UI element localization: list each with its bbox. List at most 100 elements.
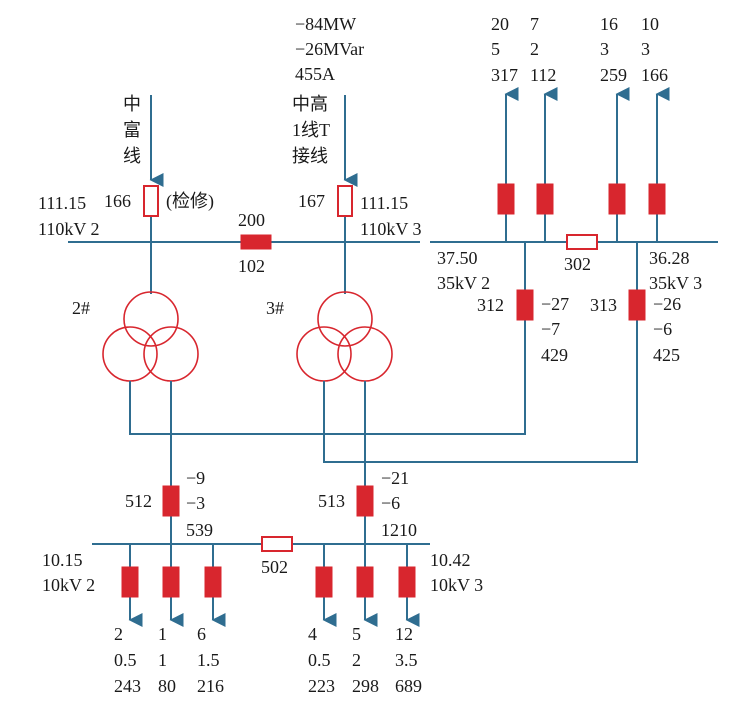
- breaker-312-number: 312: [477, 295, 504, 315]
- breaker-512-current: 539: [186, 520, 213, 540]
- breaker-513[interactable]: [356, 485, 374, 517]
- tie-10kv-number: 502: [261, 557, 288, 577]
- breaker-313[interactable]: [628, 289, 646, 321]
- feeder-10kv-3-active: 6: [197, 624, 206, 644]
- breaker-513-active: −21: [381, 468, 409, 488]
- feeder-35kv-4-reactive: 3: [641, 39, 650, 59]
- feeder-10kv-1-active: 2: [114, 624, 123, 644]
- bus-10kv-3-name: 10kV 3: [430, 575, 483, 595]
- feeder-35kv-1-active: 20: [491, 14, 509, 34]
- feeder-10kv-4-current: 223: [308, 676, 335, 696]
- breaker-110kv-tie[interactable]: [240, 234, 272, 250]
- zhonggao-name-line-1: 中高: [292, 94, 328, 114]
- bus-110kv-3-voltage: 111.15: [360, 193, 408, 213]
- t3-hv-winding: [317, 291, 373, 347]
- feeder-35kv-1[interactable]: [497, 87, 519, 242]
- feeder-10kv-1-current: 243: [114, 676, 141, 696]
- feeder-10kv-4[interactable]: [315, 544, 337, 627]
- bus-10kv-3-voltage: 10.42: [430, 550, 471, 570]
- feeder-35kv-3-breaker[interactable]: [608, 183, 626, 215]
- feeder-10kv-5-active: 5: [352, 624, 361, 644]
- bus-110kv-2-name: 110kV 2: [38, 219, 100, 239]
- transformer-2[interactable]: [102, 242, 199, 382]
- feeder-35kv-2-current: 112: [530, 65, 556, 85]
- feeder-10kv-1-breaker[interactable]: [121, 566, 139, 598]
- t2-hv-winding: [123, 291, 179, 347]
- feeder-35kv-1-current: 317: [491, 65, 518, 85]
- t3-lv-winding: [337, 326, 393, 382]
- feeder-10kv-4-breaker[interactable]: [315, 566, 333, 598]
- zhonggao-active-power: −84MW: [295, 14, 356, 34]
- tie-110kv-number-bottom: 102: [238, 256, 265, 276]
- breaker-512-number: 512: [125, 491, 152, 511]
- feeder-35kv-2-reactive: 2: [530, 39, 539, 59]
- bus-35kv-3-name: 35kV 3: [649, 273, 702, 293]
- transformer-3[interactable]: [296, 242, 393, 382]
- feeder-35kv-1-breaker[interactable]: [497, 183, 515, 215]
- feeder-10kv-6[interactable]: [398, 544, 420, 627]
- breaker-313-current: 425: [653, 345, 680, 365]
- breaker-512-reactive: −3: [186, 493, 205, 513]
- breaker-35kv-tie[interactable]: [566, 234, 598, 250]
- bus-35kv-3-voltage: 36.28: [649, 248, 690, 268]
- feeder-35kv-4[interactable]: [648, 87, 670, 242]
- t2-lv-winding: [143, 326, 199, 382]
- feeder-35kv-3-reactive: 3: [600, 39, 609, 59]
- feeder-10kv-6-breaker[interactable]: [398, 566, 416, 598]
- bus-10kv-2-name: 10kV 2: [42, 575, 95, 595]
- bus-35kv-2-name: 35kV 2: [437, 273, 490, 293]
- feeder-10kv-1[interactable]: [121, 544, 143, 627]
- feeder-10kv-2-active: 1: [158, 624, 167, 644]
- feeder-10kv-2-breaker[interactable]: [162, 566, 180, 598]
- zhonggao-name-line-2: 1线T: [292, 120, 330, 140]
- bus-35kv-2-voltage: 37.50: [437, 248, 478, 268]
- feeder-10kv-3-reactive: 1.5: [197, 650, 220, 670]
- feeder-10kv-5-breaker[interactable]: [356, 566, 374, 598]
- breaker-312[interactable]: [516, 289, 534, 321]
- breaker-166-status: (检修): [166, 191, 214, 212]
- breaker-312-active: −27: [541, 294, 569, 314]
- feeder-10kv-2[interactable]: [162, 544, 184, 627]
- feeder-35kv-2[interactable]: [536, 87, 558, 242]
- zhongfu-name-char-1: 中: [123, 94, 141, 114]
- feeder-10kv-2-reactive: 1: [158, 650, 167, 670]
- feeder-10kv-4-active: 4: [308, 624, 317, 644]
- bus-110kv-3-name: 110kV 3: [360, 219, 422, 239]
- breaker-512-active: −9: [186, 468, 205, 488]
- feeder-35kv-2-breaker[interactable]: [536, 183, 554, 215]
- zhonggao-reactive-power: −26MVar: [295, 39, 364, 59]
- transformer-3-label: 3#: [266, 298, 284, 318]
- breaker-513-current: 1210: [381, 520, 417, 540]
- t2-to-312-connection: [129, 320, 526, 435]
- feeder-10kv-3-current: 216: [197, 676, 224, 696]
- zhonggao-incoming-line: −84MW −26MVar 455A 中高 1线T 接线: [292, 14, 364, 187]
- feeder-35kv-1-reactive: 5: [491, 39, 500, 59]
- t3-to-313-connection: [323, 320, 638, 463]
- feeder-35kv-3[interactable]: [608, 87, 630, 242]
- bus-10kv-2-voltage: 10.15: [42, 550, 83, 570]
- feeder-10kv-5[interactable]: [356, 544, 378, 627]
- feeder-35kv-4-active: 10: [641, 14, 659, 34]
- breaker-10kv-tie[interactable]: [261, 536, 293, 552]
- feeder-35kv-2-active: 7: [530, 14, 539, 34]
- feeder-10kv-3[interactable]: [204, 544, 226, 627]
- feeder-10kv-4-reactive: 0.5: [308, 650, 331, 670]
- feeder-10kv-3-breaker[interactable]: [204, 566, 222, 598]
- breaker-167[interactable]: [337, 185, 353, 217]
- breaker-512[interactable]: [162, 485, 180, 517]
- breaker-313-active: −26: [653, 294, 681, 314]
- feeder-10kv-5-reactive: 2: [352, 650, 361, 670]
- breaker-166[interactable]: [143, 185, 159, 217]
- feeder-10kv-6-reactive: 3.5: [395, 650, 418, 670]
- bus-110kv-2-voltage: 111.15: [38, 193, 86, 213]
- breaker-312-current: 429: [541, 345, 568, 365]
- zhonggao-current: 455A: [295, 64, 335, 84]
- breaker-313-number: 313: [590, 295, 617, 315]
- breaker-167-number: 167: [298, 191, 325, 211]
- zhongfu-name-char-3: 线: [123, 146, 141, 166]
- feeder-35kv-4-breaker[interactable]: [648, 183, 666, 215]
- zhongfu-name-char-2: 富: [123, 120, 141, 140]
- transformer-2-label: 2#: [72, 298, 90, 318]
